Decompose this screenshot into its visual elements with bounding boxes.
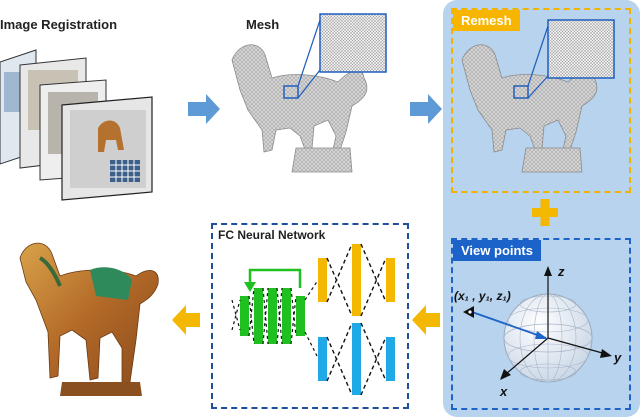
mesh-horse: [231, 44, 368, 173]
coordinate-label: (x₁ , y₁, z₁): [454, 289, 511, 303]
nn-layer-green: [254, 288, 263, 344]
z-axis-label: z: [557, 264, 565, 279]
mesh-zoom-box: [319, 13, 387, 73]
x-axis-label: x: [499, 384, 508, 399]
plus-icon: [532, 199, 558, 226]
nn-skip-connection: [248, 268, 302, 288]
arrow-right-1: [188, 94, 220, 124]
nn-layer-yellow: [318, 258, 327, 302]
nn-layer-cyan: [352, 323, 361, 395]
mesh-label: Mesh: [246, 17, 280, 32]
nn-layer-yellow: [352, 244, 361, 316]
arrow-right-2: [410, 94, 442, 124]
remesh-horse: [461, 44, 598, 173]
fc-network-diagram: [231, 243, 395, 396]
camera-vector: [471, 311, 547, 339]
fc-network-label: FC Neural Network: [218, 228, 326, 242]
nn-layer-cyan: [386, 337, 395, 381]
arrow-left-3: [412, 305, 440, 335]
nn-layer-cyan: [318, 337, 327, 381]
nn-layer-green: [296, 296, 305, 336]
arrow-left-4: [172, 305, 200, 335]
nn-layer-green: [282, 288, 291, 344]
nn-layer-green: [240, 296, 249, 336]
nn-layer-yellow: [386, 258, 395, 302]
remesh-zoom-source: [513, 85, 529, 99]
image-registration-label: Image Registration: [0, 17, 118, 32]
rendered-horse: [19, 242, 159, 396]
fc-network-box: [211, 223, 409, 409]
photo-stack: [0, 49, 153, 201]
remesh-zoom-box: [547, 19, 615, 79]
view-points-label: View points: [453, 240, 541, 261]
mesh-zoom-source: [283, 85, 299, 99]
remesh-box: [451, 8, 631, 193]
x-axis: [505, 337, 549, 375]
remesh-label: Remesh: [453, 10, 520, 31]
y-axis-label: y: [613, 350, 622, 365]
nn-layer-green: [268, 288, 277, 344]
view-points-box: [451, 238, 631, 410]
photo-horse: [98, 120, 124, 152]
y-axis: [547, 337, 607, 355]
